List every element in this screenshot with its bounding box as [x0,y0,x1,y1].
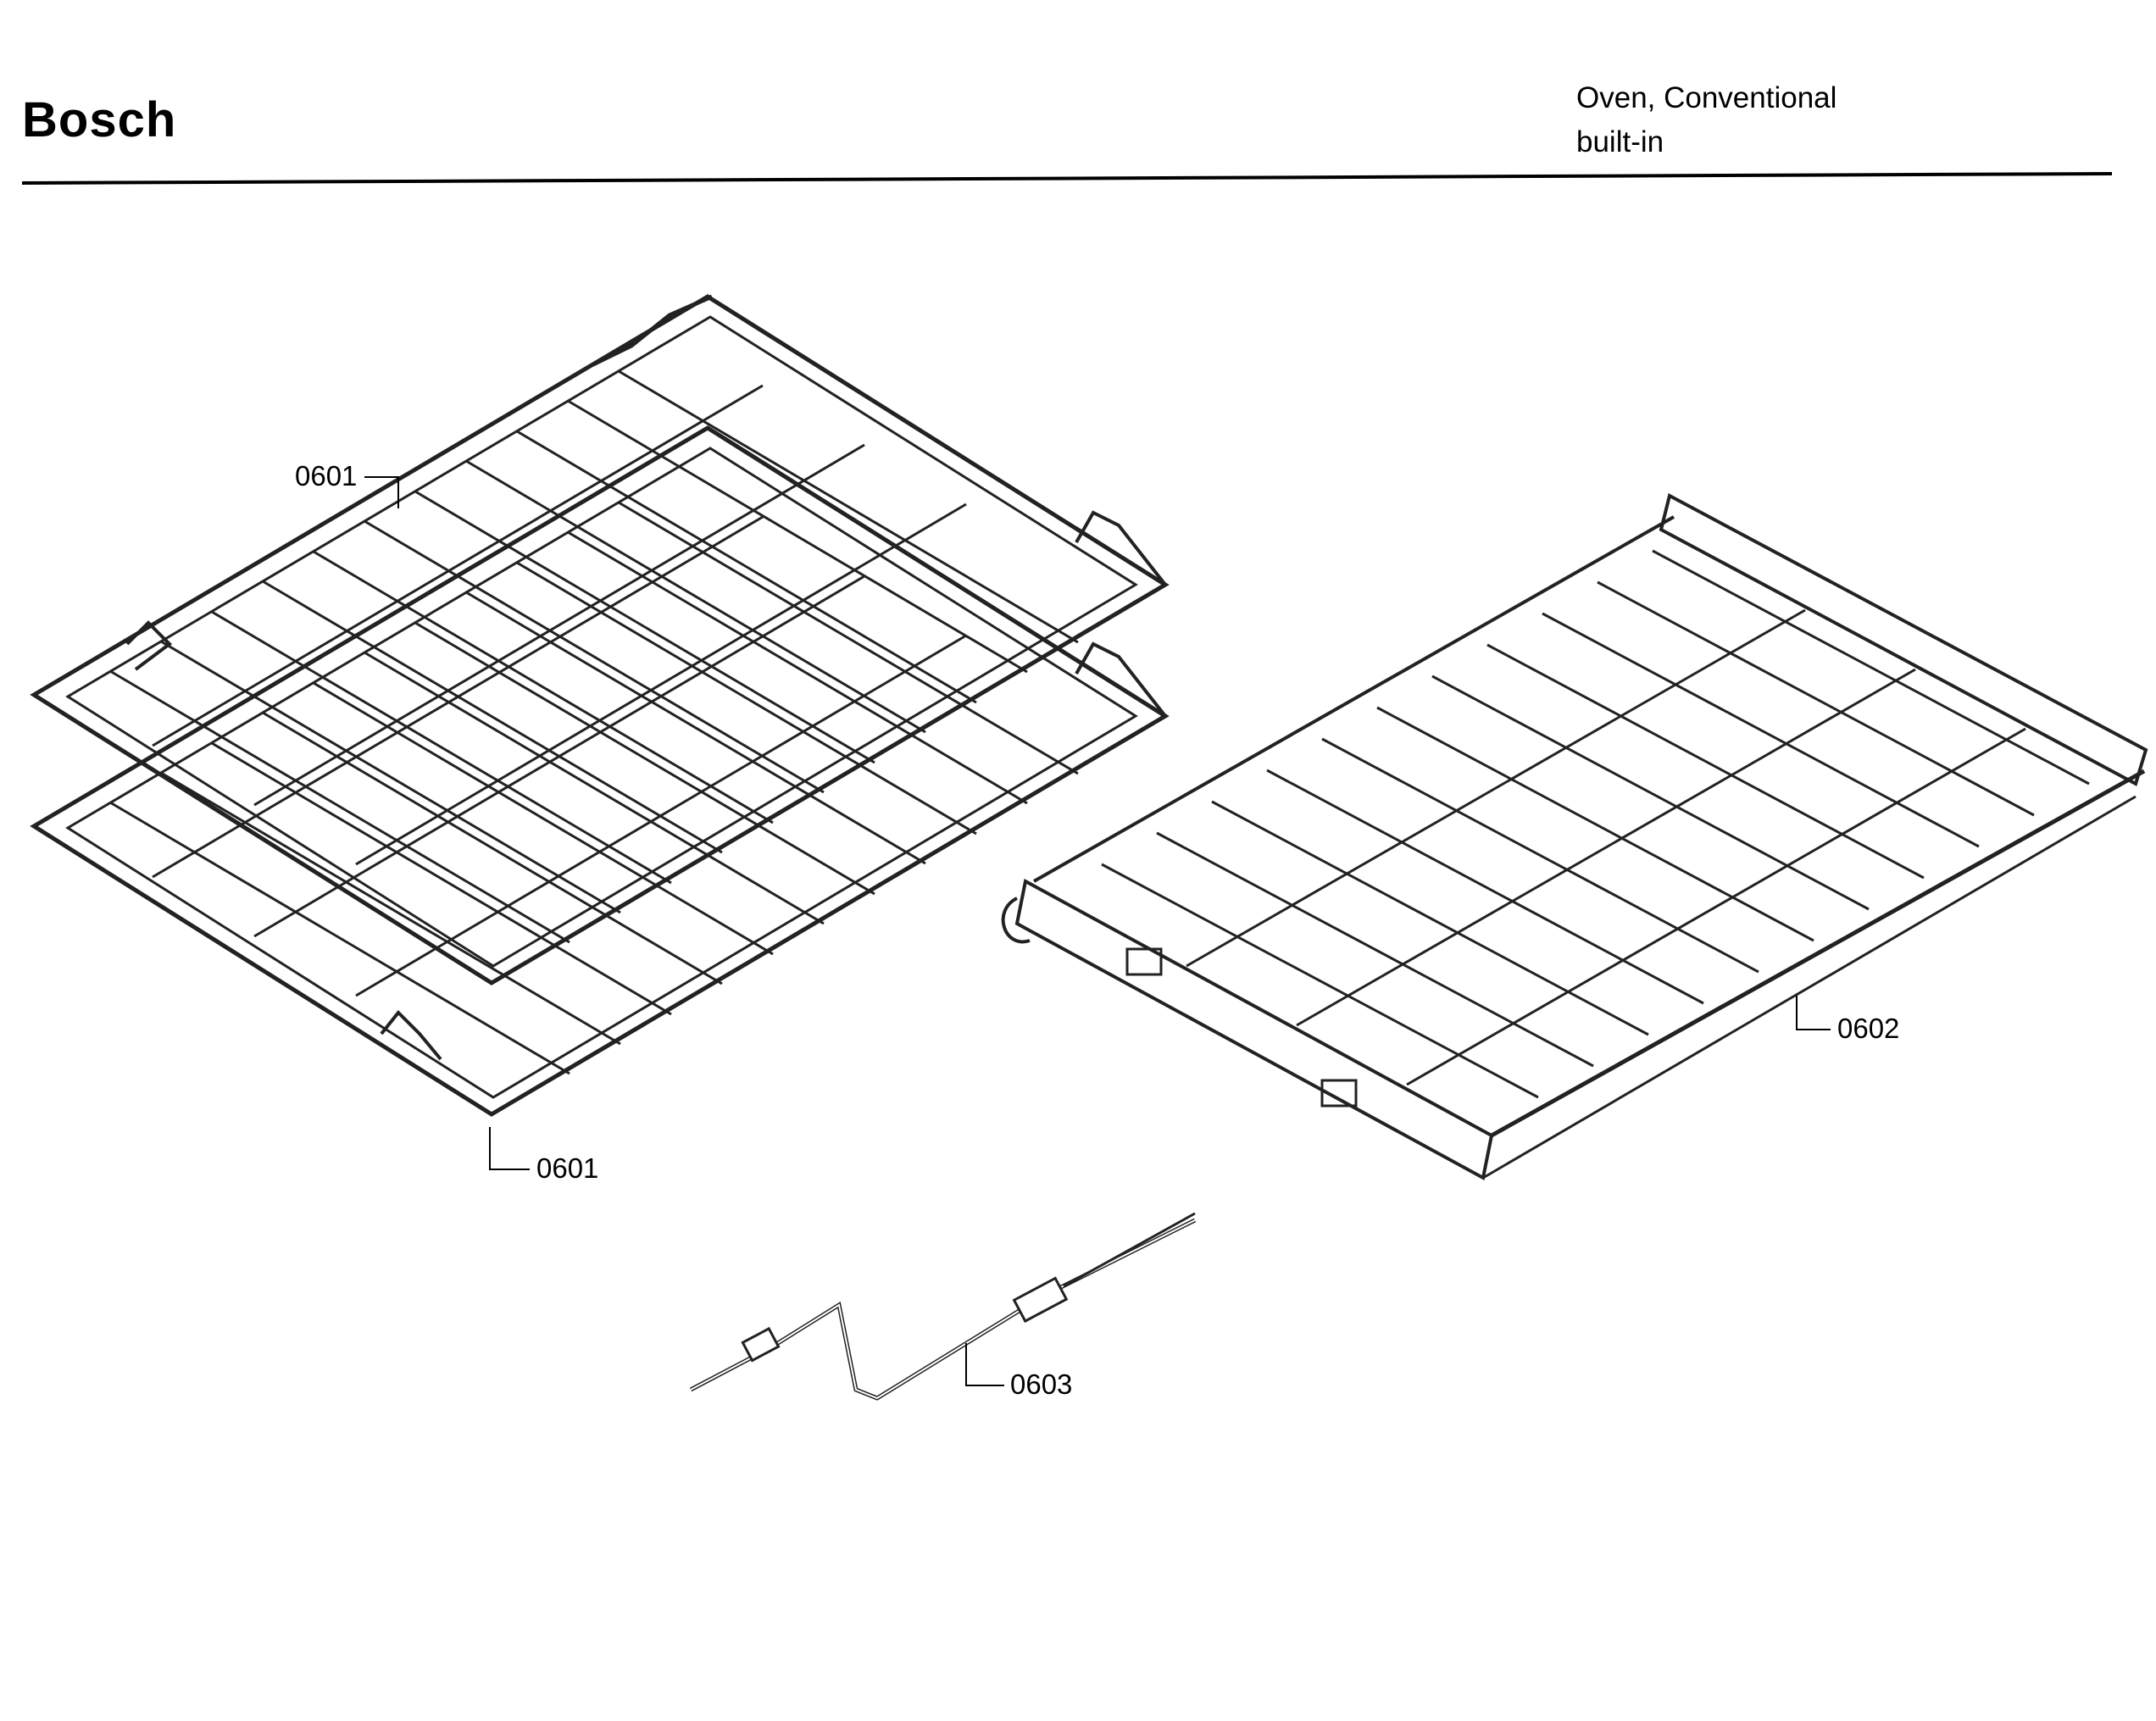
rack-lower-cross-wires [109,501,1079,1075]
callout-rack-upper: 0601 [295,460,357,491]
wire-rack-upper [30,294,1170,985]
header-rule [21,172,2113,185]
leader-rack-lower [489,1127,530,1170]
callout-telescopic-rack: 0602 [1837,1013,1899,1044]
leader-meat-probe [965,1343,1004,1386]
meat-probe [689,1212,1197,1401]
leader-telescopic-rack [1796,996,1831,1030]
callout-rack-lower: 0601 [536,1152,598,1184]
telescopic-rack-cross-wires [1101,549,2090,1099]
appliance-type: Oven, Conventional [1576,81,1837,114]
rack-lower-long-wires [152,515,967,997]
leader-rack-upper [364,476,399,508]
brand-title: Bosch [22,92,177,147]
telescopic-rack-long-wires [1186,608,2026,1086]
wire-rack-lower [30,425,1170,1117]
rack-upper-long-wires [152,384,967,866]
telescopic-rack [1001,493,2148,1181]
callout-meat-probe: 0603 [1010,1368,1072,1400]
appliance-subtype: built-in [1576,125,1664,158]
rack-upper-cross-wires [109,369,1079,944]
